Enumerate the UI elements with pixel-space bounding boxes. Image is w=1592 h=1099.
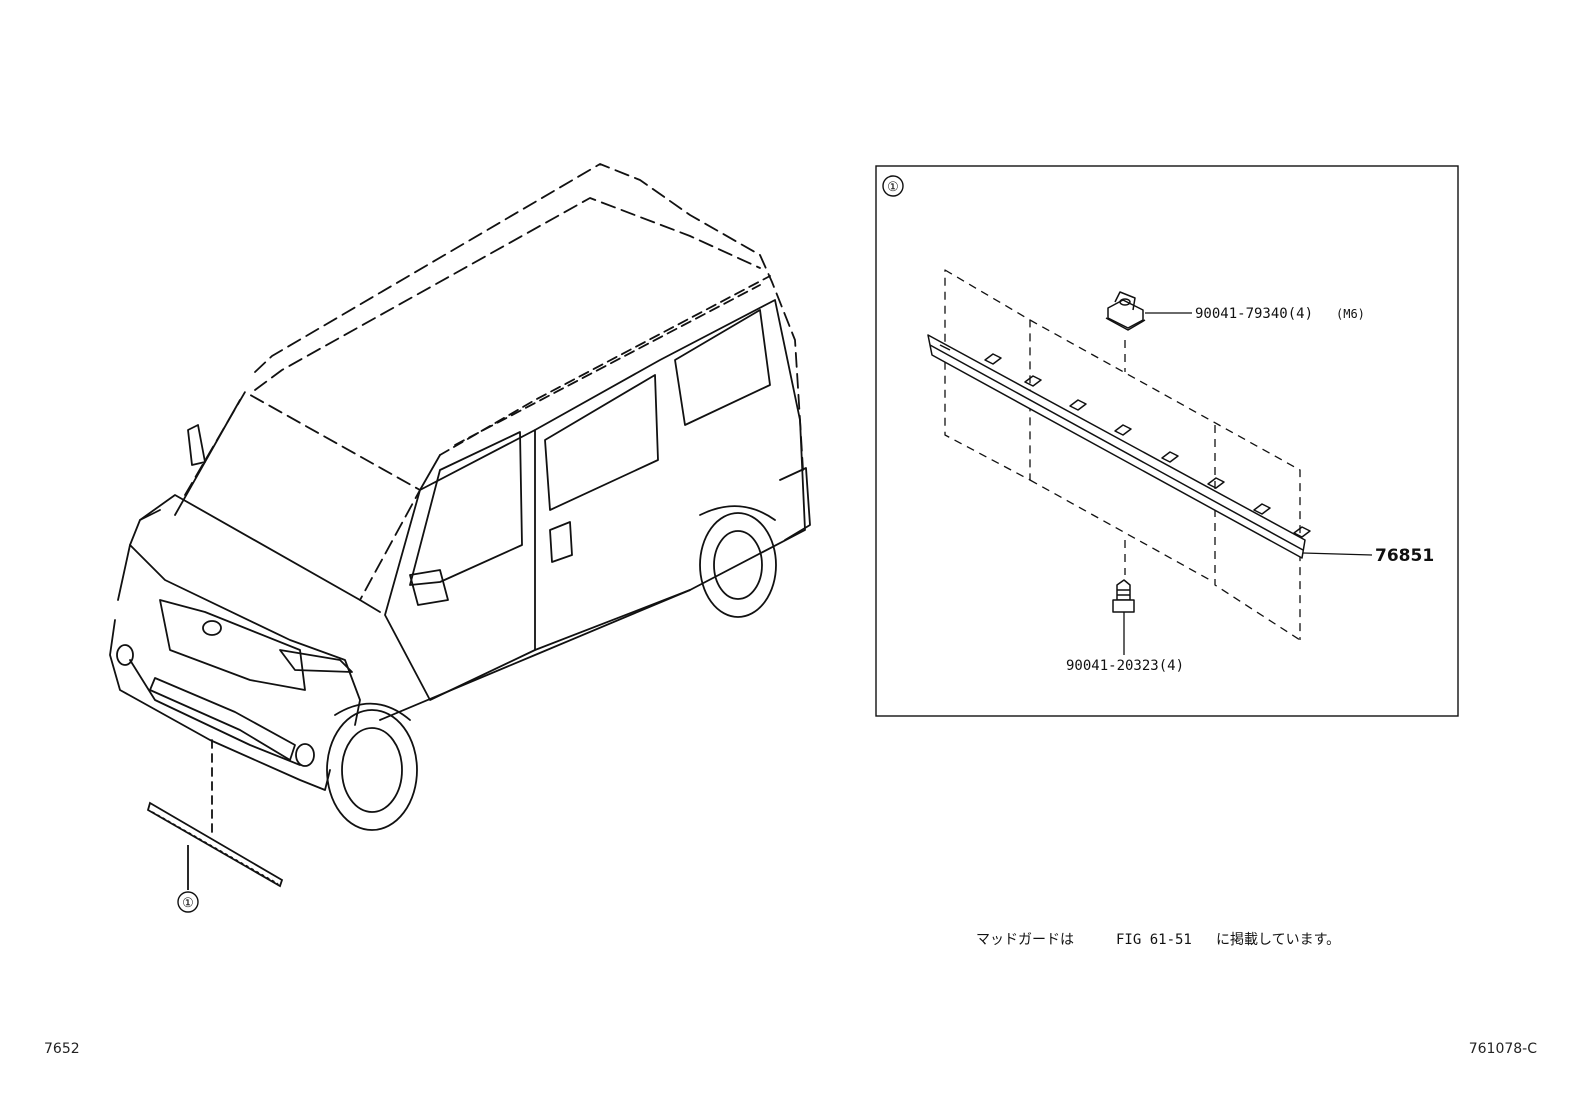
nut-90041-79340-drawing xyxy=(1105,291,1146,331)
part-number-molding: 76851 xyxy=(1375,546,1434,566)
part-number-bolt: 90041-20323(4) xyxy=(1066,658,1184,674)
van-windshield xyxy=(184,391,421,601)
van-side-mirror xyxy=(409,569,449,606)
molding-location-part xyxy=(146,801,284,913)
detail-box: ① xyxy=(875,165,1459,717)
van-rear-wheel xyxy=(699,505,777,618)
molding-leader-line xyxy=(1302,552,1373,556)
van-front-upper xyxy=(129,509,161,546)
bolt-90041-20323-drawing xyxy=(1112,579,1135,613)
van-left-mirror xyxy=(187,424,206,466)
van-rear-window xyxy=(674,309,771,426)
note-fig-reference[interactable]: FIG 61-51 xyxy=(1116,932,1192,948)
molding-clips xyxy=(984,353,1311,538)
detail-box-frame xyxy=(875,165,1459,717)
note-text-pre: マッドガードは xyxy=(976,932,1074,948)
van-front-door-window xyxy=(409,431,523,586)
cross-reference-note: マッドガードは FIG 61-51 に掲載しています。 xyxy=(976,932,1340,948)
van-emblem xyxy=(202,620,222,636)
van-windshield-inner xyxy=(174,399,241,516)
van-front-wheel xyxy=(326,702,418,831)
van-front-door xyxy=(384,429,536,701)
part-nut-size: (M6) xyxy=(1336,307,1365,321)
van-hood-line xyxy=(139,494,381,613)
van-rear-bumper xyxy=(779,467,811,541)
note-text-post: に掲載しています。 xyxy=(1216,932,1340,948)
part-number-nut: 90041-79340(4) xyxy=(1195,306,1313,322)
van-grille xyxy=(159,599,306,691)
van-roof-inner xyxy=(254,197,761,391)
footer-code-left: 7652 xyxy=(44,1041,80,1057)
van-fog-lamp-right xyxy=(295,743,315,767)
van-front-face xyxy=(117,544,361,726)
van-side-top xyxy=(419,454,441,491)
molding-76851-drawing xyxy=(927,334,1311,559)
callout-label-left: ① xyxy=(182,896,194,911)
van-roof-outline xyxy=(254,163,804,471)
van-lower-grille xyxy=(149,677,296,761)
van-bumper-lower xyxy=(129,659,301,766)
construction-lines xyxy=(944,269,1301,641)
van-door-handle xyxy=(549,521,573,563)
callout-label-box: ① xyxy=(887,180,899,195)
van-illustration xyxy=(109,163,811,836)
callout-circle-box xyxy=(882,175,904,197)
van-fog-lamp-left xyxy=(116,644,134,666)
callout-circle-left xyxy=(177,891,199,913)
van-rocker xyxy=(379,589,691,721)
van-bumper xyxy=(109,619,331,791)
van-roof-rail-2 xyxy=(454,284,761,446)
van-slide-door-window xyxy=(544,374,659,511)
van-headlight xyxy=(279,649,353,673)
footer-code-right: 761078-C xyxy=(1469,1041,1537,1057)
